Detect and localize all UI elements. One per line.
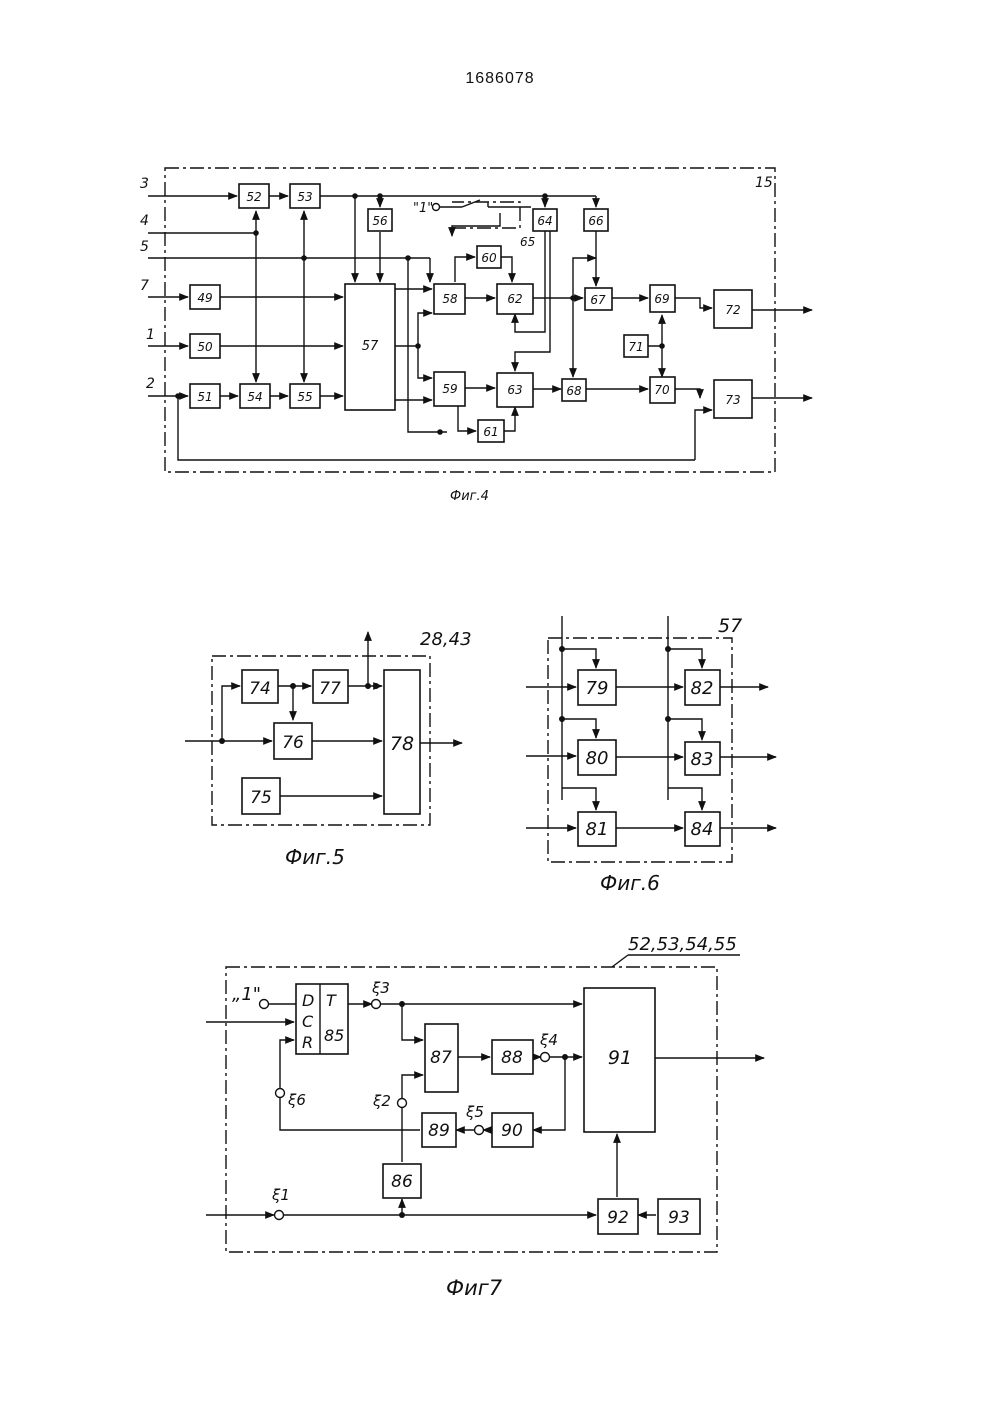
fig6-label-80: 80 xyxy=(586,748,609,769)
fig5-label-78: 78 xyxy=(390,733,414,755)
fig7-label-93: 93 xyxy=(668,1208,690,1228)
fig5-label-76: 76 xyxy=(282,733,304,753)
fig6-label-81: 81 xyxy=(586,819,609,840)
fig7-label-89: 89 xyxy=(428,1121,450,1141)
fig4-input-2: 2 xyxy=(146,376,155,392)
fig5-label-74: 74 xyxy=(249,679,271,699)
fig7-contact-2: ξ2 xyxy=(372,1092,391,1110)
fig4-input-7: 7 xyxy=(140,278,149,294)
fig4-const-1: "1" xyxy=(413,201,433,216)
fig7-const-1: „1" xyxy=(232,984,261,1005)
fig7-label-91: 91 xyxy=(608,1047,632,1069)
fig7-trigger-num: 85 xyxy=(324,1026,344,1045)
fig4-label-62: 62 xyxy=(507,292,522,306)
fig6-frame-label: 57 xyxy=(718,615,742,637)
fig5-label-77: 77 xyxy=(319,679,341,699)
fig4-label-56: 56 xyxy=(372,214,388,228)
fig6-caption: Фиг.6 xyxy=(600,871,660,895)
figure-5: 28,43 74 75 76 77 78 Фиг.5 xyxy=(185,629,472,869)
fig6-label-84: 84 xyxy=(691,819,714,840)
fig7-label-88: 88 xyxy=(501,1048,523,1068)
fig4-label-69: 69 xyxy=(654,292,669,306)
fig5-label-75: 75 xyxy=(250,788,272,808)
fig4-input-4: 4 xyxy=(140,213,149,229)
fig7-trigger-c: C xyxy=(302,1012,314,1031)
fig4-input-5: 5 xyxy=(140,239,149,255)
fig4-label-49: 49 xyxy=(197,291,212,305)
fig7-label-87: 87 xyxy=(430,1048,452,1068)
fig4-label-72: 72 xyxy=(725,303,740,317)
fig4-frame-label: 15 xyxy=(755,175,773,191)
figure-6: 57 79 80 81 xyxy=(526,615,776,895)
fig7-trigger-d: D xyxy=(302,991,314,1010)
fig7-contact-4: ξ4 xyxy=(539,1031,558,1049)
figure-4: 15 3 4 5 7 1 2 xyxy=(140,168,812,504)
fig4-label-58: 58 xyxy=(442,292,458,306)
fig4-label-65: 65 xyxy=(520,235,535,249)
fig4-label-59: 59 xyxy=(442,382,457,396)
fig4-label-64: 64 xyxy=(537,214,552,228)
fig4-label-68: 68 xyxy=(566,384,582,398)
fig4-label-63: 63 xyxy=(507,383,522,397)
fig7-contact-5: ξ5 xyxy=(465,1103,484,1121)
fig7-contact-3: ξ3 xyxy=(371,979,390,997)
fig4-label-51: 51 xyxy=(197,390,212,404)
fig7-label-90: 90 xyxy=(501,1121,523,1141)
fig7-frame-label: 52,53,54,55 xyxy=(628,934,737,955)
fig4-label-54: 54 xyxy=(247,390,262,404)
fig4-label-73: 73 xyxy=(725,393,740,407)
fig4-label-67: 67 xyxy=(590,293,606,307)
fig7-trigger-t: T xyxy=(326,991,337,1010)
fig7-contact-1: ξ1 xyxy=(271,1186,290,1204)
fig4-block-65 xyxy=(452,202,520,228)
fig4-input-3: 3 xyxy=(140,176,149,192)
figure-7: 52,53,54,55 „1" D C R T 85 xyxy=(206,934,764,1300)
fig7-label-86: 86 xyxy=(391,1172,413,1192)
fig4-label-66: 66 xyxy=(588,214,604,228)
fig4-label-50: 50 xyxy=(197,340,213,354)
fig5-caption: Фиг.5 xyxy=(285,845,345,869)
fig4-label-53: 53 xyxy=(297,190,312,204)
fig4-label-61: 61 xyxy=(483,425,498,439)
fig5-frame-label: 28,43 xyxy=(420,629,472,650)
fig7-trigger-r: R xyxy=(302,1033,313,1052)
fig4-input-1: 1 xyxy=(146,327,155,343)
fig4-label-52: 52 xyxy=(246,190,261,204)
fig4-label-71: 71 xyxy=(628,340,643,354)
fig4-label-57: 57 xyxy=(362,339,379,354)
fig4-label-55: 55 xyxy=(297,390,312,404)
fig7-label-92: 92 xyxy=(607,1208,629,1228)
fig6-label-82: 82 xyxy=(691,678,714,699)
fig6-label-79: 79 xyxy=(586,678,609,699)
fig4-caption: Фиг.4 xyxy=(450,489,489,504)
fig7-caption: Фиг7 xyxy=(446,1276,503,1300)
fig4-label-70: 70 xyxy=(654,383,670,397)
fig4-label-60: 60 xyxy=(481,251,497,265)
fig6-label-83: 83 xyxy=(691,749,714,770)
fig7-contact-6: ξ6 xyxy=(287,1091,306,1109)
